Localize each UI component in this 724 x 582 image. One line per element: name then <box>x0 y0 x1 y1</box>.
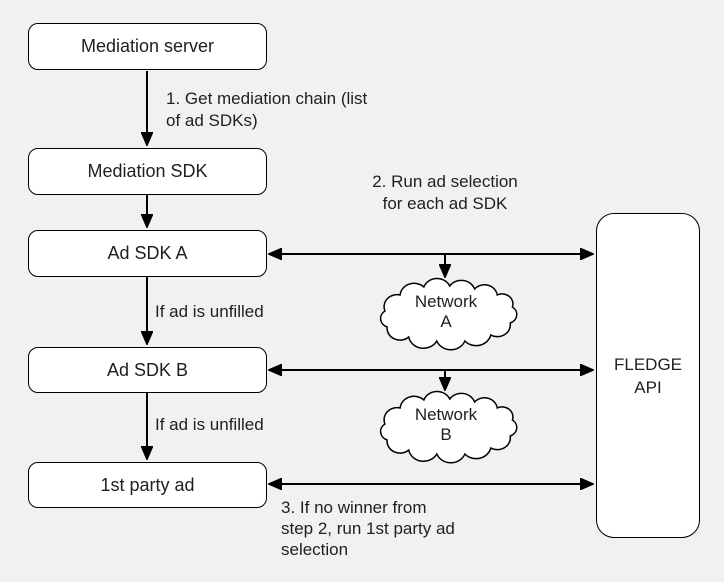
network-b-cloud <box>381 391 517 462</box>
network-b-label: Network B <box>406 405 486 445</box>
network-a-label-line2: A <box>440 312 452 331</box>
step3-line1: 3. If no winner from <box>281 498 427 517</box>
fledge-api-label-line2: API <box>634 377 662 397</box>
network-a-cloud <box>381 278 517 349</box>
ad-sdk-b-node: Ad SDK B <box>28 347 267 393</box>
step1-line1: 1. Get mediation chain (list <box>166 89 368 108</box>
first-party-ad-label: 1st party ad <box>100 474 195 495</box>
network-b-label-line1: Network <box>414 405 478 424</box>
ad-sdk-b-label: Ad SDK B <box>106 359 189 380</box>
network-a-label-line1: Network <box>414 292 478 311</box>
ad-sdk-a-node: Ad SDK A <box>28 230 267 277</box>
step3-line3: selection <box>281 540 349 559</box>
ad-sdk-a-label: Ad SDK A <box>107 243 188 263</box>
fledge-api-label-line1: FLEDGE <box>613 354 683 374</box>
step1-line2: of ad SDKs) <box>166 111 258 130</box>
fledge-api-node: FLEDGE API <box>596 213 700 538</box>
network-b-label-line2: B <box>440 425 452 444</box>
mediation-server-node: Mediation server <box>28 23 267 70</box>
step3-annotation: 3. If no winner from step 2, run 1st par… <box>281 497 481 560</box>
network-a-label: Network A <box>406 292 486 332</box>
step1-annotation: 1. Get mediation chain (list of ad SDKs) <box>166 88 406 132</box>
if-unfilled-b-annotation: If ad is unfilled <box>155 415 264 434</box>
mediation-server-label: Mediation server <box>80 36 215 56</box>
mediation-sdk-node: Mediation SDK <box>28 148 267 195</box>
step3-line2: step 2, run 1st party ad <box>281 519 455 538</box>
step2-annotation: 2. Run ad selection for each ad SDK <box>365 171 525 215</box>
mediation-sdk-label: Mediation SDK <box>87 161 208 181</box>
if-unfilled-a-annotation: If ad is unfilled <box>155 302 264 321</box>
first-party-ad-node: 1st party ad <box>28 462 267 508</box>
step2-line1: 2. Run ad selection <box>372 172 518 191</box>
step2-line2: for each ad SDK <box>382 194 508 213</box>
